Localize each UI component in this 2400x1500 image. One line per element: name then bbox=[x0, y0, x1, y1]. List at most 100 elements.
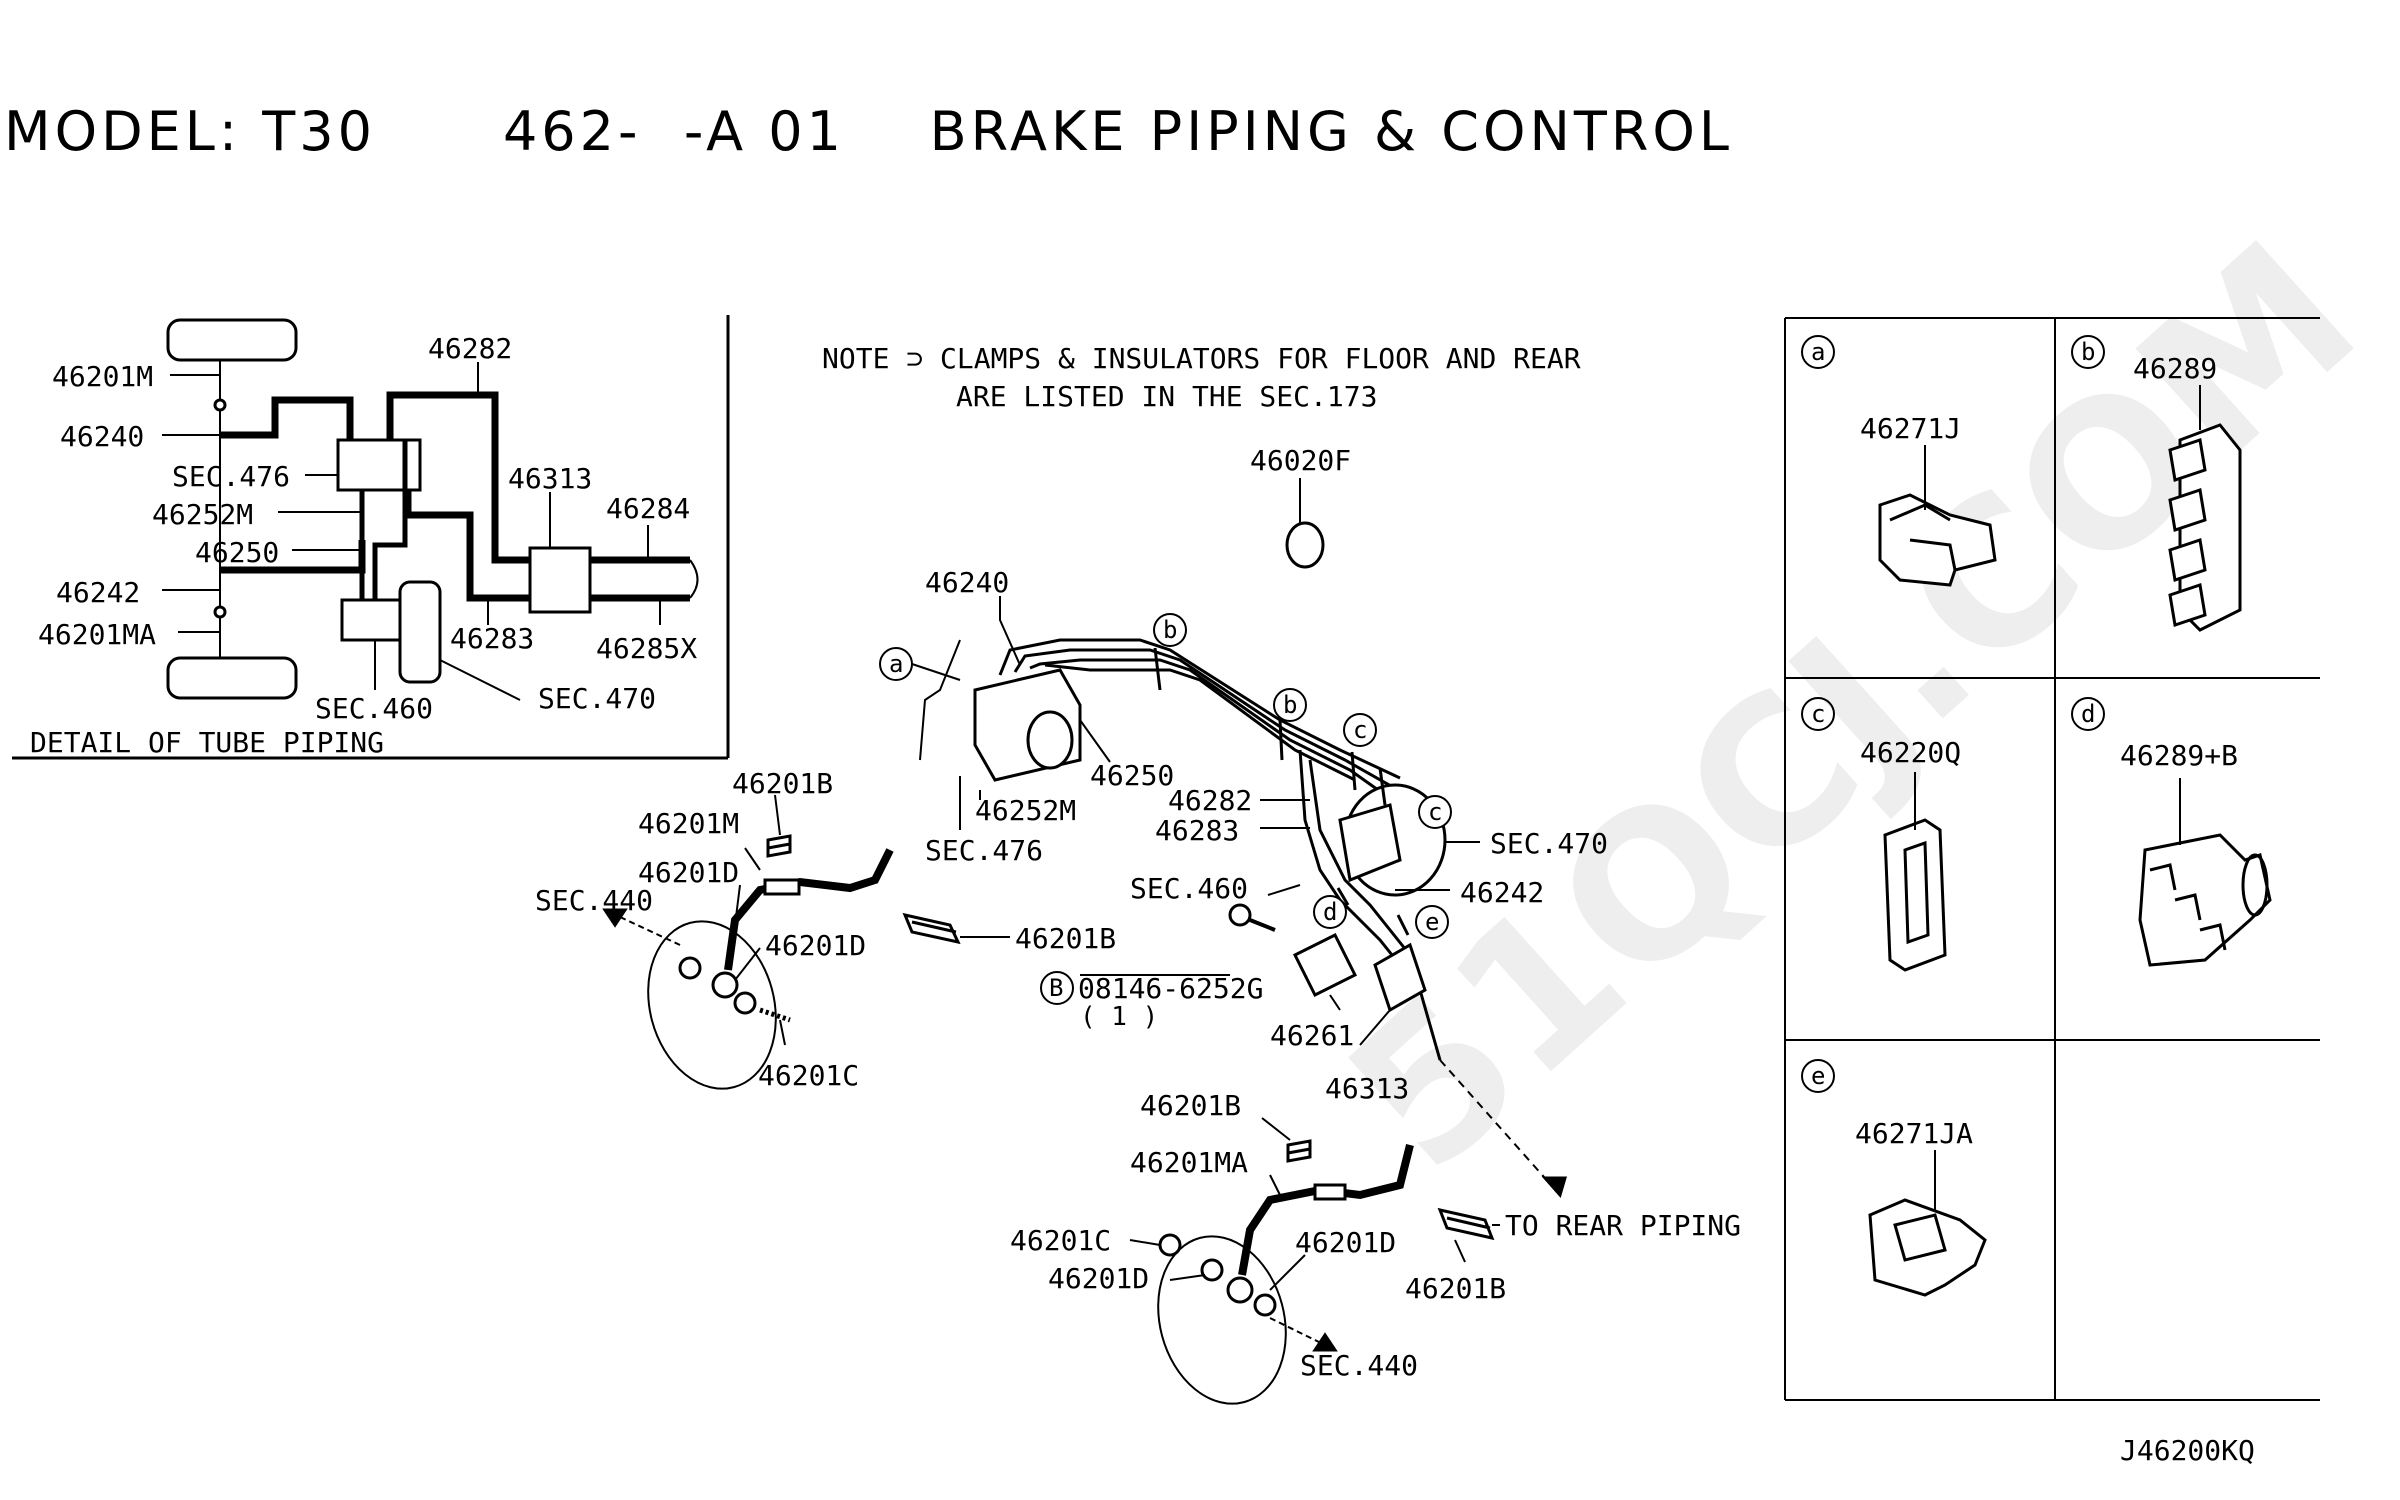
detail-label-sec460: SEC.460 bbox=[315, 692, 433, 725]
panel-c-letter: c bbox=[1811, 700, 1825, 728]
label-46313: 46313 bbox=[1325, 1072, 1409, 1105]
label-fr-46201c: 46201C bbox=[1010, 1224, 1111, 1257]
panel-d-part: 46289+B bbox=[2120, 739, 2238, 772]
callout-d-circle bbox=[1313, 895, 1347, 929]
label-46242: 46242 bbox=[1460, 876, 1544, 909]
clamp-46289b bbox=[2138, 778, 2272, 967]
detail-labels: 46201M 46240 SEC.476 46252M 46250 46242 … bbox=[30, 332, 697, 759]
callout-b2-circle bbox=[1273, 688, 1307, 722]
callout-b2: b bbox=[1283, 691, 1297, 719]
grommet-46020f bbox=[1285, 521, 1325, 569]
detail-label-46313: 46313 bbox=[508, 462, 592, 495]
note-line-2: ARE LISTED IN THE SEC.173 bbox=[956, 380, 1377, 413]
callout-bolt-circle bbox=[1040, 971, 1074, 1005]
clamp-46220q bbox=[1883, 772, 1947, 972]
front-right-wheel bbox=[166, 656, 298, 700]
callout-b: b bbox=[1163, 616, 1177, 644]
brake-booster bbox=[398, 580, 442, 684]
panel-b-letter: b bbox=[2081, 338, 2095, 366]
label-sec476: SEC.476 bbox=[925, 834, 1043, 867]
label-fr-46201d-b: 46201D bbox=[1295, 1226, 1396, 1259]
detail-tube-piping bbox=[12, 315, 730, 760]
callout-e: e bbox=[1425, 908, 1439, 936]
tube-46282 bbox=[386, 391, 540, 564]
connector-46313 bbox=[528, 546, 592, 614]
label-fl-46201b-side: 46201B bbox=[1015, 922, 1116, 955]
panel-e-circle bbox=[1801, 1059, 1835, 1093]
clamp-46271ja bbox=[1868, 1150, 1987, 1297]
callout-b-circle bbox=[1153, 613, 1187, 647]
panel-a-letter: a bbox=[1811, 338, 1825, 366]
panel-e-part: 46271JA bbox=[1855, 1117, 1973, 1150]
actuator-motor bbox=[1026, 710, 1074, 770]
label-sec470: SEC.470 bbox=[1490, 827, 1608, 860]
clamp-46271j bbox=[1878, 445, 1997, 587]
panel-b-part: 46289 bbox=[2133, 352, 2217, 385]
master-cylinder-main bbox=[1338, 803, 1402, 883]
page-title: MODEL: T30 462- -A 01 BRAKE PIPING & CON… bbox=[4, 100, 1733, 163]
panel-labels: a 46271J b 46289 c 46220Q d 46289+B e 46… bbox=[1811, 338, 2238, 1150]
label-fr-46201b-top: 46201B bbox=[1140, 1089, 1241, 1122]
label-fr-46201ma: 46201MA bbox=[1130, 1146, 1248, 1179]
detail-label-46240: 46240 bbox=[60, 420, 144, 453]
front-left-caliper bbox=[647, 920, 777, 1090]
abs-actuator bbox=[336, 438, 422, 492]
detail-caption: DETAIL OF TUBE PIPING bbox=[30, 726, 384, 759]
label-46283: 46283 bbox=[1155, 814, 1239, 847]
bracket-46261 bbox=[1292, 932, 1358, 998]
detail-label-46285x: 46285X bbox=[596, 632, 697, 665]
panel-d-circle bbox=[2071, 697, 2105, 731]
callout-c2-circle bbox=[1418, 795, 1452, 829]
callout-c: c bbox=[1353, 716, 1367, 744]
clamp-panels bbox=[1784, 317, 2320, 1401]
label-46240: 46240 bbox=[925, 566, 1009, 599]
hose-joint-fl bbox=[213, 398, 227, 412]
sec440-arrow-left bbox=[602, 908, 628, 928]
callout-bolt: B bbox=[1049, 974, 1063, 1002]
label-fl-46201m: 46201M bbox=[638, 807, 739, 840]
detail-label-46282: 46282 bbox=[428, 332, 512, 365]
label-fr-46201d-a: 46201D bbox=[1048, 1262, 1149, 1295]
section-code: 462- -A 01 bbox=[502, 100, 845, 163]
callout-e-circle bbox=[1415, 905, 1449, 939]
label-to-rear-piping: TO REAR PIPING bbox=[1505, 1209, 1741, 1242]
panel-a-circle bbox=[1801, 335, 1835, 369]
callout-c-circle bbox=[1343, 713, 1377, 747]
panel-c-circle bbox=[1801, 697, 1835, 731]
note-line-1: NOTE ⊃ CLAMPS & INSULATORS FOR FLOOR AND… bbox=[822, 342, 1581, 375]
label-bolt-qty: ( 1 ) bbox=[1080, 1002, 1158, 1032]
callouts bbox=[879, 613, 1452, 1005]
bolt-08146 bbox=[1228, 903, 1252, 927]
label-46250: 46250 bbox=[1090, 759, 1174, 792]
detail-label-46284: 46284 bbox=[606, 492, 690, 525]
label-fr-sec440: SEC.440 bbox=[1300, 1349, 1418, 1382]
hose-joint-fr bbox=[213, 605, 227, 619]
detail-label-46283: 46283 bbox=[450, 622, 534, 655]
clamp-46289 bbox=[2168, 385, 2242, 632]
panel-a-part: 46271J bbox=[1860, 412, 1961, 445]
front-right-caliper bbox=[1157, 1235, 1287, 1405]
front-left-wheel bbox=[166, 318, 298, 362]
panel-b-circle bbox=[2071, 335, 2105, 369]
label-fl-46201d-b: 46201D bbox=[765, 929, 866, 962]
label-46252m: 46252M bbox=[975, 794, 1076, 827]
detail-label-46250: 46250 bbox=[195, 536, 279, 569]
label-fl-sec440: SEC.440 bbox=[535, 884, 653, 917]
model-label: MODEL: T30 bbox=[4, 100, 376, 163]
main-labels: 46020F 46240 46250 46252M SEC.476 46282 … bbox=[535, 444, 1741, 1382]
sec440-arrow-right bbox=[1312, 1332, 1338, 1352]
detail-label-46252m: 46252M bbox=[152, 498, 253, 531]
rear-tubes bbox=[590, 556, 690, 602]
panel-e-letter: e bbox=[1811, 1062, 1825, 1090]
callout-c2: c bbox=[1428, 798, 1442, 826]
tube-break bbox=[689, 559, 699, 599]
panel-c-part: 46220Q bbox=[1860, 736, 1961, 769]
label-bolt-08146: 08146-6252G bbox=[1078, 972, 1263, 1005]
label-46261: 46261 bbox=[1270, 1019, 1354, 1052]
section-name: BRAKE PIPING & CONTROL bbox=[929, 100, 1733, 163]
detail-label-sec470: SEC.470 bbox=[538, 682, 656, 715]
sensor-wire bbox=[919, 639, 961, 761]
detail-label-46242: 46242 bbox=[56, 576, 140, 609]
master-cylinder bbox=[340, 598, 402, 642]
